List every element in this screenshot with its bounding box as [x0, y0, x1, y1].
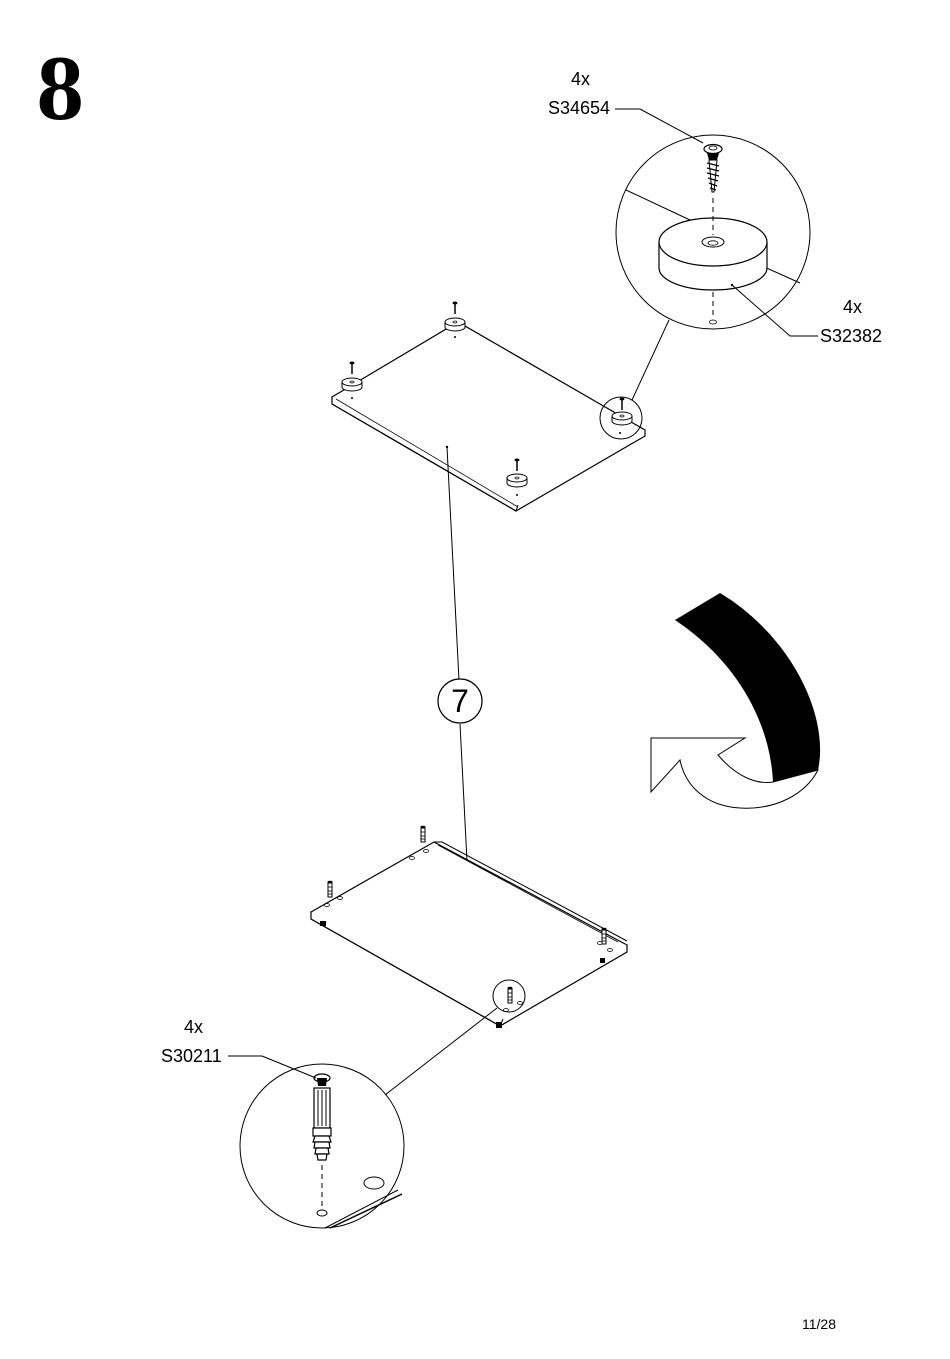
flip-arrow-icon: [651, 593, 820, 808]
bottom-panel: [311, 842, 627, 1028]
page-number: 11/28: [802, 1316, 836, 1332]
dowel-zoom-callout: [240, 1064, 404, 1228]
part-number: 7: [437, 678, 483, 724]
top-panel: [332, 322, 645, 511]
